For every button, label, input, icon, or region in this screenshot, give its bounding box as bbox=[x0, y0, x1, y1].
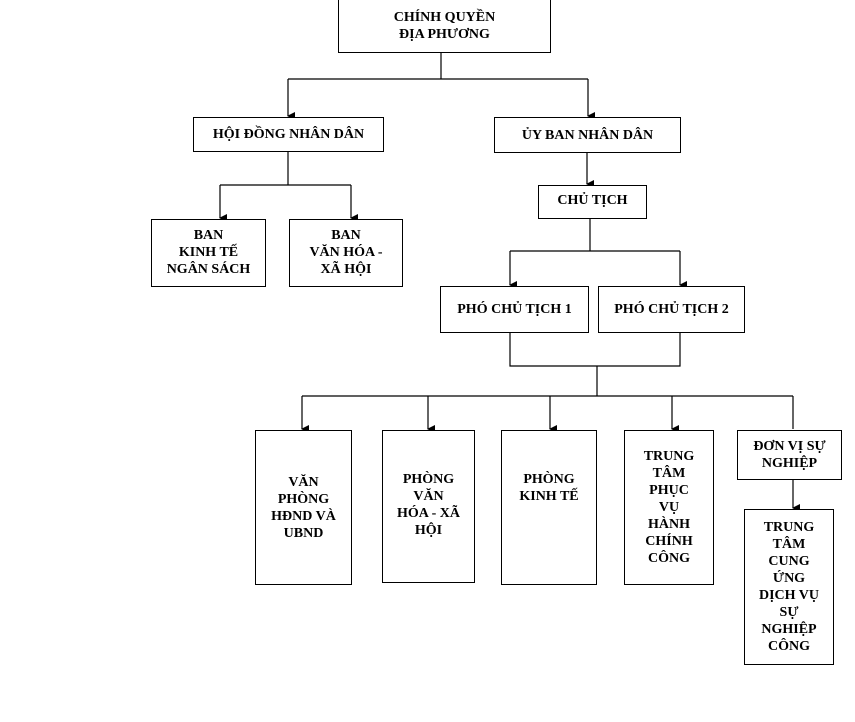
node-trung-tam-cung-ung-dich-vu: TRUNG TÂM CUNG ỨNG DỊCH VỤ SỰ NGHIỆP CÔN… bbox=[744, 509, 834, 665]
node-ban-kinh-te-ngan-sach: BAN KINH TẾ NGÂN SÁCH bbox=[151, 219, 266, 287]
node-pho-chu-tich-1: PHÓ CHỦ TỊCH 1 bbox=[440, 286, 589, 333]
node-chinh-quyen-dia-phuong: CHÍNH QUYỀN ĐỊA PHƯƠNG bbox=[338, 0, 551, 53]
connector-pho-chu-tich-bracket bbox=[509, 333, 681, 367]
node-ban-van-hoa-xa-hoi: BAN VĂN HÓA - XÃ HỘI bbox=[289, 219, 403, 287]
node-don-vi-su-nghiep: ĐƠN VỊ SỰ NGHIỆP bbox=[737, 430, 842, 480]
node-trung-tam-phuc-vu-hanh-chinh-cong: TRUNG TÂM PHỤC VỤ HÀNH CHÍNH CÔNG bbox=[624, 430, 714, 585]
node-chu-tich: CHỦ TỊCH bbox=[538, 185, 647, 219]
node-van-phong-hdnd-ubnd: VĂN PHÒNG HĐND VÀ UBND bbox=[255, 430, 352, 585]
node-uy-ban-nhan-dan: ỦY BAN NHÂN DÂN bbox=[494, 117, 681, 153]
node-phong-van-hoa-xa-hoi: PHÒNG VĂN HÓA - XÃ HỘI bbox=[382, 430, 475, 583]
node-hoi-dong-nhan-dan: HỘI ĐỒNG NHÂN DÂN bbox=[193, 117, 384, 152]
node-pho-chu-tich-2: PHÓ CHỦ TỊCH 2 bbox=[598, 286, 745, 333]
node-phong-kinh-te: PHÒNG KINH TẾ bbox=[501, 430, 597, 585]
